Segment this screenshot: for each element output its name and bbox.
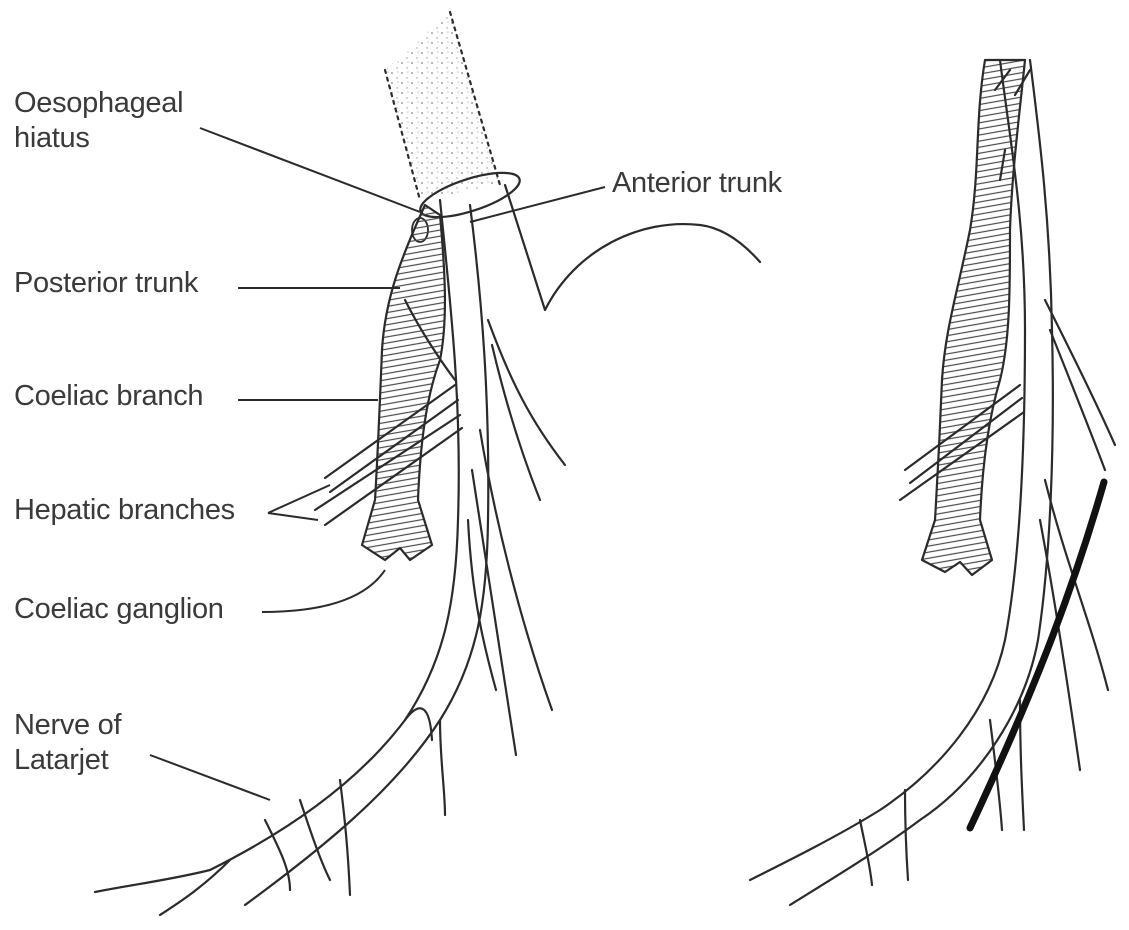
label-posterior-trunk: Posterior trunk bbox=[14, 266, 198, 301]
leader-nerve-of-latarjet bbox=[150, 755, 270, 800]
left-figure bbox=[95, 12, 760, 915]
anterior-trunk bbox=[210, 200, 488, 905]
label-coeliac-ganglion: Coeliac ganglion bbox=[14, 592, 224, 627]
label-oesophageal-hiatus-line2: hiatus bbox=[14, 121, 183, 156]
leader-coeliac-ganglion bbox=[262, 570, 385, 612]
posterior-trunk bbox=[362, 205, 445, 560]
oesophagus bbox=[385, 12, 500, 200]
leader-oesophageal-hiatus bbox=[200, 128, 420, 212]
label-oesophageal-hiatus-line1: Oesophageal bbox=[14, 86, 183, 121]
leader-hepatic-branches bbox=[268, 485, 330, 520]
label-nerve-of-latarjet: Nerve of Latarjet bbox=[14, 708, 121, 778]
incision-line bbox=[970, 482, 1104, 828]
label-nerve-of-latarjet-line1: Nerve of bbox=[14, 708, 121, 743]
label-anterior-trunk: Anterior trunk bbox=[612, 166, 782, 201]
label-nerve-of-latarjet-line2: Latarjet bbox=[14, 743, 121, 778]
label-hepatic-branches: Hepatic branches bbox=[14, 493, 235, 528]
label-coeliac-branch: Coeliac branch bbox=[14, 379, 203, 414]
label-oesophageal-hiatus: Oesophageal hiatus bbox=[14, 86, 183, 156]
right-figure bbox=[750, 60, 1115, 905]
